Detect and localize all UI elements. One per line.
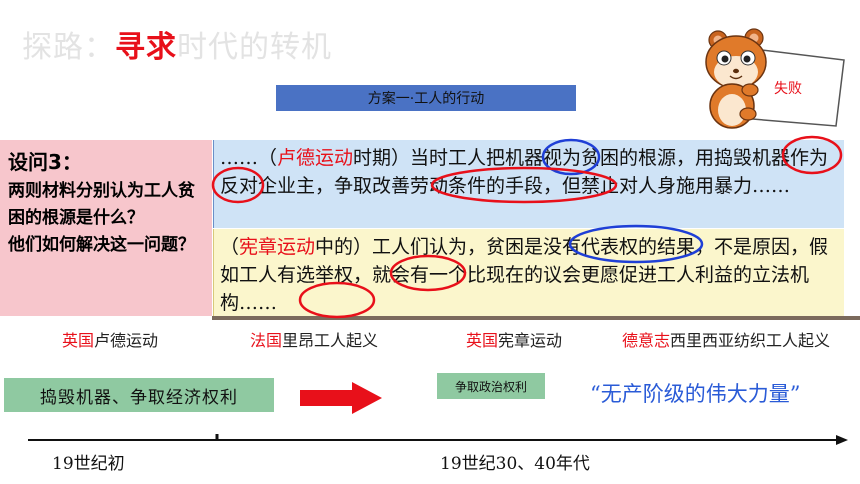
- material-1-pre: ……（: [220, 147, 278, 169]
- caption-country: 英国: [466, 331, 499, 350]
- timeline-end-label: 19世纪30、40年代: [440, 454, 590, 474]
- stage-1-label: 捣毁机器、争取经济权利: [4, 378, 274, 412]
- caption-event: 西里西亚纺织工人起义: [670, 331, 831, 350]
- material-2-pre: （: [220, 236, 240, 258]
- material-1-text: ……（卢德运动时期）当时工人把机器视为贫困的根源，用捣毁机器作为反对企业主，争取…: [220, 144, 836, 200]
- caption-event: 里昂工人起义: [282, 331, 379, 350]
- hamster-mascot-icon: 失败: [705, 28, 845, 129]
- caption-country: 英国: [62, 331, 95, 350]
- caption-lyon: 法国里昂工人起义: [250, 327, 378, 351]
- image-strip: [212, 316, 860, 320]
- hamster-sign-text: 失败: [774, 81, 802, 97]
- plan-bar: 方案一·工人的行动: [276, 85, 576, 111]
- caption-event: 卢德运动: [94, 331, 159, 350]
- question-line-1: 两则材料分别认为工人贫困的根源是什么？: [8, 181, 195, 228]
- title-highlight: 寻求: [115, 30, 177, 65]
- quote-text: “无产阶级的伟大力量”: [590, 382, 801, 406]
- question-line-2: 他们如何解决这一问题？: [8, 235, 195, 255]
- material-1-movement: 卢德运动: [277, 147, 354, 169]
- caption-silesian: 德意志西里西亚纺织工人起义: [622, 327, 830, 351]
- title-suffix: 时代的转机: [177, 30, 332, 65]
- title-prefix: 探路：: [22, 30, 115, 65]
- page-title: 探路：寻求时代的转机: [22, 22, 332, 66]
- caption-country: 法国: [250, 331, 283, 350]
- caption-luddite: 英国卢德运动: [62, 327, 158, 351]
- arrow-right-icon: [300, 382, 382, 414]
- material-2-text: （宪章运动中的）工人们认为，贫困是没有代表权的结果，不是原因，假如工人有选举权，…: [220, 233, 836, 317]
- caption-event: 宪章运动: [498, 331, 563, 350]
- caption-country: 德意志: [622, 331, 671, 350]
- timeline-start-label: 19世纪初: [52, 454, 125, 474]
- material-2-movement: 宪章运动: [239, 236, 316, 258]
- caption-chartism: 英国宪章运动: [466, 327, 562, 351]
- question-panel: [0, 140, 212, 316]
- question-body: 两则材料分别认为工人贫困的根源是什么？ 他们如何解决这一问题？: [8, 178, 208, 259]
- question-label: 设问3：: [8, 150, 82, 174]
- stage-2-label: 争取政治权利: [437, 373, 545, 399]
- timeline-axis: [28, 434, 848, 445]
